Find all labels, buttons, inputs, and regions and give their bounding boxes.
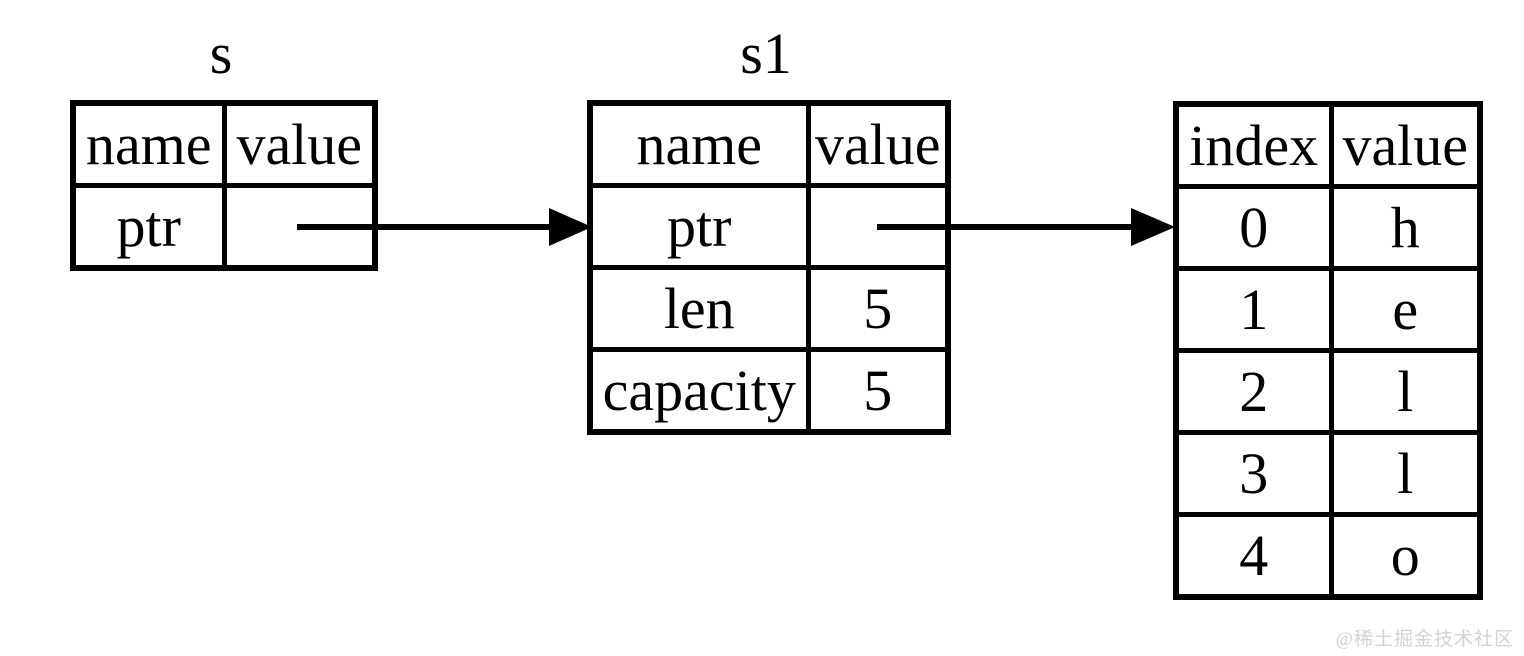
table-cell: 0 [1173, 184, 1334, 271]
table-row: 4 o [1173, 512, 1483, 600]
table-row: name value [587, 100, 951, 188]
table-row: 1 e [1173, 266, 1483, 353]
table-header-cell: index [1173, 101, 1334, 189]
table-header-cell: value [221, 100, 378, 188]
table-cell: 3 [1173, 430, 1334, 517]
table-cell: e [1328, 266, 1483, 353]
table-heap: index value 0 h 1 e 2 l 3 l 4 o [1173, 101, 1483, 600]
table-cell: 4 [1173, 512, 1334, 600]
table-row: name value [70, 100, 378, 188]
table-row: 0 h [1173, 184, 1483, 271]
table-row: ptr [587, 183, 951, 270]
table-s: name value ptr [70, 100, 378, 271]
table-cell: len [587, 265, 811, 352]
table-row: 2 l [1173, 348, 1483, 435]
table-s1-title: s1 [740, 21, 792, 86]
table-cell: h [1328, 184, 1483, 271]
table-cell: o [1328, 512, 1483, 600]
table-cell: ptr [587, 183, 811, 270]
watermark: @稀土掘金技术社区 [1335, 629, 1514, 650]
table-cell: 2 [1173, 348, 1334, 435]
table-row: ptr [70, 183, 378, 271]
table-cell: capacity [587, 347, 811, 435]
table-row: capacity 5 [587, 347, 951, 435]
table-cell: l [1328, 348, 1483, 435]
table-cell [221, 183, 378, 271]
table-cell: 5 [805, 347, 951, 435]
table-cell: l [1328, 430, 1483, 517]
table-cell: ptr [70, 183, 227, 271]
table-cell: 1 [1173, 266, 1334, 353]
table-row: 3 l [1173, 430, 1483, 517]
table-header-cell: value [1328, 101, 1483, 189]
table-row: len 5 [587, 265, 951, 352]
table-s-title: s [209, 21, 233, 86]
table-header-cell: name [70, 100, 227, 188]
table-cell [805, 183, 951, 270]
table-s1: name value ptr len 5 capacity 5 [587, 100, 951, 435]
table-header-cell: name [587, 100, 811, 188]
table-row: index value [1173, 101, 1483, 189]
table-header-cell: value [805, 100, 951, 188]
table-cell: 5 [805, 265, 951, 352]
